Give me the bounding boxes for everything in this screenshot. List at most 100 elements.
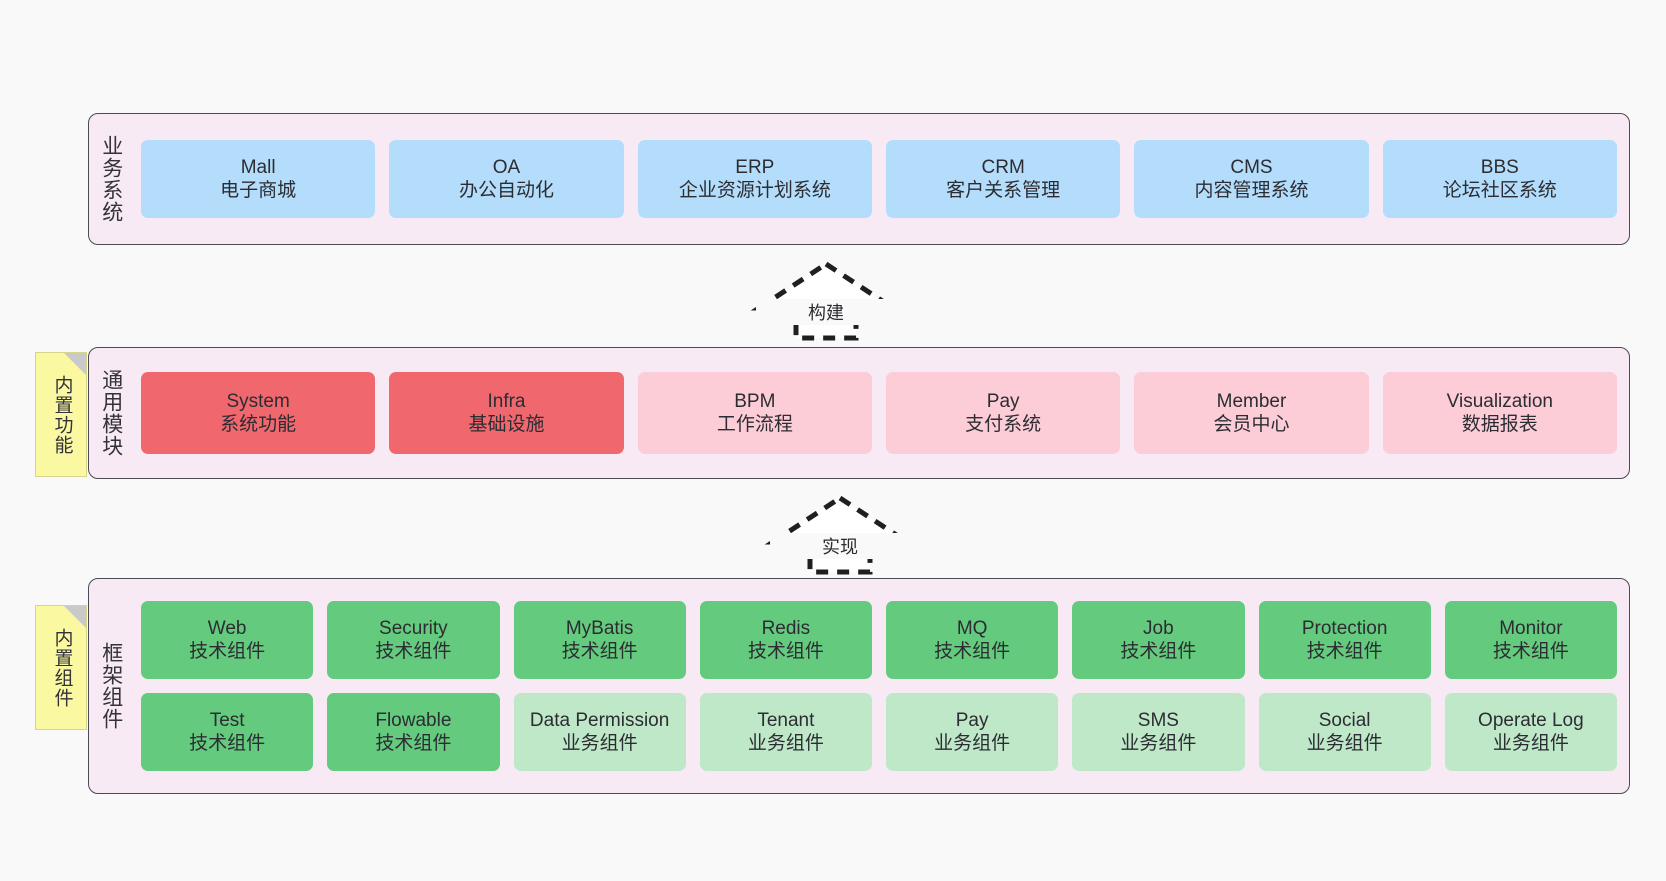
card-system-name: System (226, 390, 290, 412)
card-protection[interactable]: Protection 技术组件 (1258, 601, 1431, 679)
card-job[interactable]: Job 技术组件 (1072, 601, 1245, 679)
card-redis-name: Redis (761, 617, 811, 639)
card-mq-sub: 技术组件 (934, 641, 1011, 662)
card-cms-name: CMS (1230, 156, 1273, 178)
card-redis-sub: 技术组件 (747, 641, 824, 662)
card-cms[interactable]: CMS 内容管理系统 (1134, 140, 1369, 218)
card-monitor-name: Monitor (1499, 617, 1563, 639)
connector-implement: 实现 (764, 495, 916, 575)
card-pay-component-name: Pay (955, 709, 989, 731)
card-bbs[interactable]: BBS 论坛社区系统 (1382, 140, 1617, 218)
card-bpm-sub: 工作流程 (716, 414, 793, 435)
card-protection-name: Protection (1301, 617, 1388, 639)
card-web[interactable]: Web 技术组件 (141, 601, 314, 679)
framework-business-row: Test 技术组件 Flowable 技术组件 Data Permission … (141, 693, 1617, 771)
card-crm[interactable]: CRM 客户关系管理 (885, 140, 1121, 218)
framework-tech-row: Web 技术组件 Security 技术组件 MyBatis 技术组件 Redi… (141, 601, 1617, 679)
card-mall-name: Mall (240, 156, 276, 178)
card-security-name: Security (379, 617, 448, 639)
card-visualization-name: Visualization (1446, 390, 1553, 412)
card-visualization[interactable]: Visualization 数据报表 (1382, 372, 1617, 454)
card-pay-module[interactable]: Pay 支付系统 (885, 372, 1121, 454)
implement-arrow-icon (764, 495, 916, 575)
business-card-row: Mall 电子商城 OA 办公自动化 ERP 企业资源计划系统 CRM 客户关系… (141, 140, 1617, 218)
card-test-sub: 技术组件 (189, 733, 266, 754)
card-monitor[interactable]: Monitor 技术组件 (1444, 601, 1617, 679)
layer-business-body: Mall 电子商城 OA 办公自动化 ERP 企业资源计划系统 CRM 客户关系… (133, 114, 1629, 244)
card-web-name: Web (207, 617, 247, 639)
card-cms-sub: 内容管理系统 (1194, 180, 1309, 201)
layer-framework-body: Web 技术组件 Security 技术组件 MyBatis 技术组件 Redi… (133, 579, 1629, 793)
layer-common-module: 通用模块 System 系统功能 Infra 基础设施 BPM 工作流程 Pay… (88, 347, 1630, 479)
card-test-name: Test (209, 709, 245, 731)
card-pay-module-name: Pay (986, 390, 1020, 412)
card-tenant-sub: 业务组件 (747, 733, 824, 754)
card-test[interactable]: Test 技术组件 (141, 693, 314, 771)
card-oa[interactable]: OA 办公自动化 (389, 140, 624, 218)
sticky-note-builtin-features: 内置功能 (35, 352, 87, 477)
card-pay-module-sub: 支付系统 (965, 414, 1042, 435)
sticky-note-builtin-components-label: 内置组件 (51, 627, 73, 708)
card-mall[interactable]: Mall 电子商城 (141, 140, 376, 218)
layer-common-title: 通用模块 (99, 369, 123, 457)
card-bbs-sub: 论坛社区系统 (1442, 180, 1557, 201)
card-pay-component-sub: 业务组件 (934, 733, 1011, 754)
card-operate-log-sub: 业务组件 (1492, 733, 1569, 754)
card-mall-sub: 电子商城 (220, 180, 297, 201)
card-member-sub: 会员中心 (1213, 414, 1290, 435)
card-bpm[interactable]: BPM 工作流程 (637, 372, 872, 454)
sticky-fold-corner-icon (64, 353, 86, 375)
card-oa-name: OA (492, 156, 521, 178)
card-operate-log-name: Operate Log (1478, 709, 1584, 731)
card-data-permission[interactable]: Data Permission 业务组件 (513, 693, 686, 771)
card-sms[interactable]: SMS 业务组件 (1072, 693, 1245, 771)
card-redis[interactable]: Redis 技术组件 (699, 601, 872, 679)
card-data-permission-name: Data Permission (529, 709, 670, 731)
card-bpm-name: BPM (734, 390, 776, 412)
card-job-name: Job (1143, 617, 1174, 639)
connector-build: 构建 (750, 261, 902, 341)
card-operate-log[interactable]: Operate Log 业务组件 (1444, 693, 1617, 771)
card-erp-name: ERP (735, 156, 775, 178)
card-erp-sub: 企业资源计划系统 (678, 180, 831, 201)
card-tenant[interactable]: Tenant 业务组件 (699, 693, 872, 771)
layer-business-title: 业务系统 (99, 135, 123, 223)
card-social[interactable]: Social 业务组件 (1258, 693, 1431, 771)
layer-framework-component: 框架组件 Web 技术组件 Security 技术组件 MyBatis 技术组件… (88, 578, 1630, 794)
card-crm-sub: 客户关系管理 (946, 180, 1061, 201)
card-security-sub: 技术组件 (375, 641, 452, 662)
card-mybatis[interactable]: MyBatis 技术组件 (513, 601, 686, 679)
card-social-name: Social (1318, 709, 1371, 731)
layer-common-body: System 系统功能 Infra 基础设施 BPM 工作流程 Pay 支付系统… (133, 348, 1629, 478)
card-data-permission-sub: 业务组件 (561, 733, 638, 754)
sticky-note-builtin-features-label: 内置功能 (51, 374, 73, 455)
card-web-sub: 技术组件 (189, 641, 266, 662)
card-mybatis-sub: 技术组件 (561, 641, 638, 662)
build-arrow-icon (750, 261, 902, 341)
card-member[interactable]: Member 会员中心 (1134, 372, 1369, 454)
card-sms-name: SMS (1137, 709, 1179, 731)
card-member-name: Member (1216, 390, 1287, 412)
card-flowable[interactable]: Flowable 技术组件 (327, 693, 500, 771)
card-system-sub: 系统功能 (220, 414, 297, 435)
card-mq[interactable]: MQ 技术组件 (886, 601, 1059, 679)
card-oa-sub: 办公自动化 (458, 180, 554, 201)
card-system[interactable]: System 系统功能 (141, 372, 376, 454)
card-mq-name: MQ (956, 617, 988, 639)
card-social-sub: 业务组件 (1306, 733, 1383, 754)
card-visualization-sub: 数据报表 (1461, 414, 1538, 435)
card-infra[interactable]: Infra 基础设施 (389, 372, 624, 454)
card-security[interactable]: Security 技术组件 (327, 601, 500, 679)
card-sms-sub: 业务组件 (1120, 733, 1197, 754)
layer-framework-title: 框架组件 (99, 642, 123, 730)
card-pay-component[interactable]: Pay 业务组件 (886, 693, 1059, 771)
card-monitor-sub: 技术组件 (1492, 641, 1569, 662)
card-erp[interactable]: ERP 企业资源计划系统 (637, 140, 872, 218)
card-infra-sub: 基础设施 (468, 414, 545, 435)
card-crm-name: CRM (981, 156, 1025, 178)
card-mybatis-name: MyBatis (565, 617, 634, 639)
card-protection-sub: 技术组件 (1306, 641, 1383, 662)
common-card-row: System 系统功能 Infra 基础设施 BPM 工作流程 Pay 支付系统… (141, 372, 1617, 454)
layer-business-system: 业务系统 Mall 电子商城 OA 办公自动化 ERP 企业资源计划系统 CRM… (88, 113, 1630, 245)
